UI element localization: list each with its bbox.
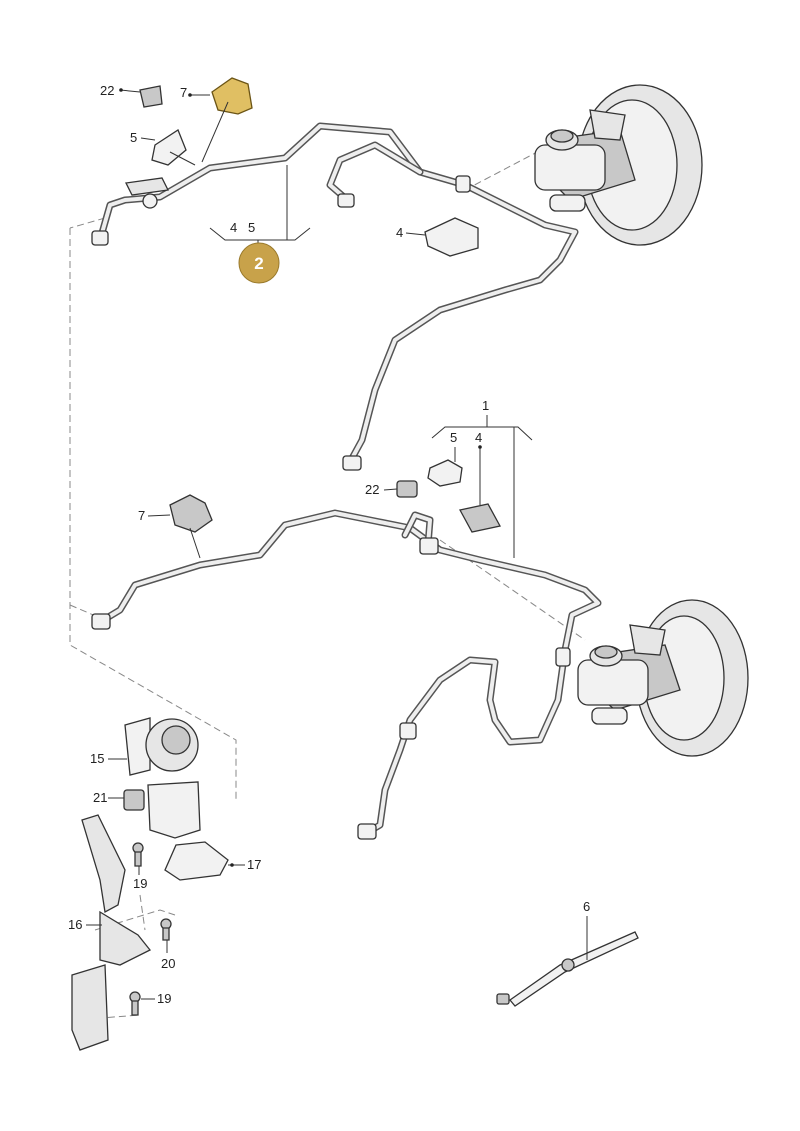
bracket-4-top: [424, 217, 479, 257]
callout-5: 5: [130, 130, 137, 145]
hose-end-fitting: [342, 455, 362, 471]
connector-22-middle: [396, 480, 418, 498]
callout-19: 19: [157, 991, 171, 1006]
hose-end-fitting: [337, 193, 355, 208]
hose-connector: [455, 175, 471, 193]
bracket-17: [164, 841, 229, 881]
callout-5: 5: [450, 430, 457, 445]
middle-callouts: 1 5 4 22 7: [138, 398, 533, 558]
hose-connector: [555, 647, 571, 667]
hose-end-fitting: [357, 823, 377, 840]
brake-booster-top: [534, 84, 703, 246]
callout-7: 7: [180, 85, 187, 100]
pump-bracket: [124, 717, 151, 776]
hose-connector: [419, 537, 439, 555]
vacuum-pump-assembly: [71, 717, 229, 1051]
lower-mount: [71, 964, 109, 1051]
callout-7: 7: [138, 508, 145, 523]
callout-15: 15: [90, 751, 104, 766]
hose-end-fitting: [91, 613, 111, 630]
connector-22-top: [139, 85, 163, 108]
support-bracket: [81, 814, 126, 914]
top-callouts: 22 7 5 4 5 4: [100, 83, 426, 247]
top-small-parts: [125, 77, 479, 257]
callout-5: 5: [248, 220, 255, 235]
middle-vacuum-line: [91, 509, 602, 840]
mount-bracket-16: [99, 910, 152, 966]
callout-17: 17: [247, 857, 261, 872]
callout-22: 22: [100, 83, 114, 98]
hose-connector: [399, 722, 417, 740]
callout-22: 22: [365, 482, 379, 497]
sensor-5-middle: [427, 459, 463, 487]
callout-4: 4: [230, 220, 237, 235]
brake-booster-middle: [577, 599, 749, 757]
sensor-5-top: [151, 129, 187, 166]
hose-connector: [142, 193, 158, 209]
top-vacuum-line: [91, 122, 579, 471]
callout-4: 4: [396, 225, 403, 240]
callout-4: 4: [475, 430, 482, 445]
gasket-4-middle: [459, 503, 501, 533]
callout-20: 20: [161, 956, 175, 971]
callout-21: 21: [93, 790, 107, 805]
lower-callouts: 15 21 19 17 16 20 19: [68, 751, 261, 1006]
hose-end-fitting: [91, 230, 109, 246]
bracket-7-middle: [169, 494, 213, 533]
assembly-badge: 2: [238, 242, 280, 284]
connector-21: [123, 789, 145, 811]
clip-bracket: [125, 177, 169, 196]
cable-tie-6: 6: [496, 899, 639, 1007]
callout-1: 1: [482, 398, 489, 413]
callout-19: 19: [133, 876, 147, 891]
callout-6: 6: [583, 899, 590, 914]
bracket-7-highlighted: [211, 77, 253, 115]
pump-filter: [147, 781, 201, 839]
middle-small-parts: [169, 459, 501, 559]
badge-number: 2: [254, 254, 263, 273]
callout-16: 16: [68, 917, 82, 932]
